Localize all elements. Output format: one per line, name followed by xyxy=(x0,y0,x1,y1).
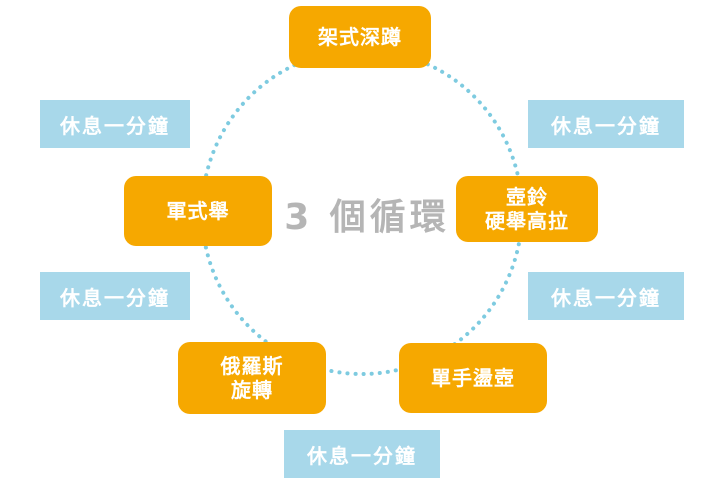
rest-box-top-right: 休息一分鐘 xyxy=(528,100,684,148)
station-russian-twist: 俄羅斯 旋轉 xyxy=(178,342,326,414)
station-label: 硬舉高拉 xyxy=(485,209,569,233)
station-kettlebell-high-pull: 壺鈴 硬舉高拉 xyxy=(456,176,598,242)
station-label: 壺鈴 xyxy=(506,185,548,209)
cycle-count-title: 3 個循環 xyxy=(284,197,450,238)
rest-box-bottom: 休息一分鐘 xyxy=(284,430,440,478)
station-label: 架式深蹲 xyxy=(318,25,402,49)
station-label: 單手盪壺 xyxy=(431,366,515,390)
rest-box-top-left: 休息一分鐘 xyxy=(40,100,190,148)
rest-box-mid-right: 休息一分鐘 xyxy=(528,272,684,320)
station-front-squat: 架式深蹲 xyxy=(289,6,431,68)
station-label: 俄羅斯 xyxy=(220,354,284,378)
station-label: 旋轉 xyxy=(231,378,273,402)
station-single-arm-swing: 單手盪壺 xyxy=(399,343,547,413)
station-military-press: 軍式舉 xyxy=(124,176,272,246)
station-label: 軍式舉 xyxy=(166,199,230,223)
rest-box-mid-left: 休息一分鐘 xyxy=(40,272,190,320)
